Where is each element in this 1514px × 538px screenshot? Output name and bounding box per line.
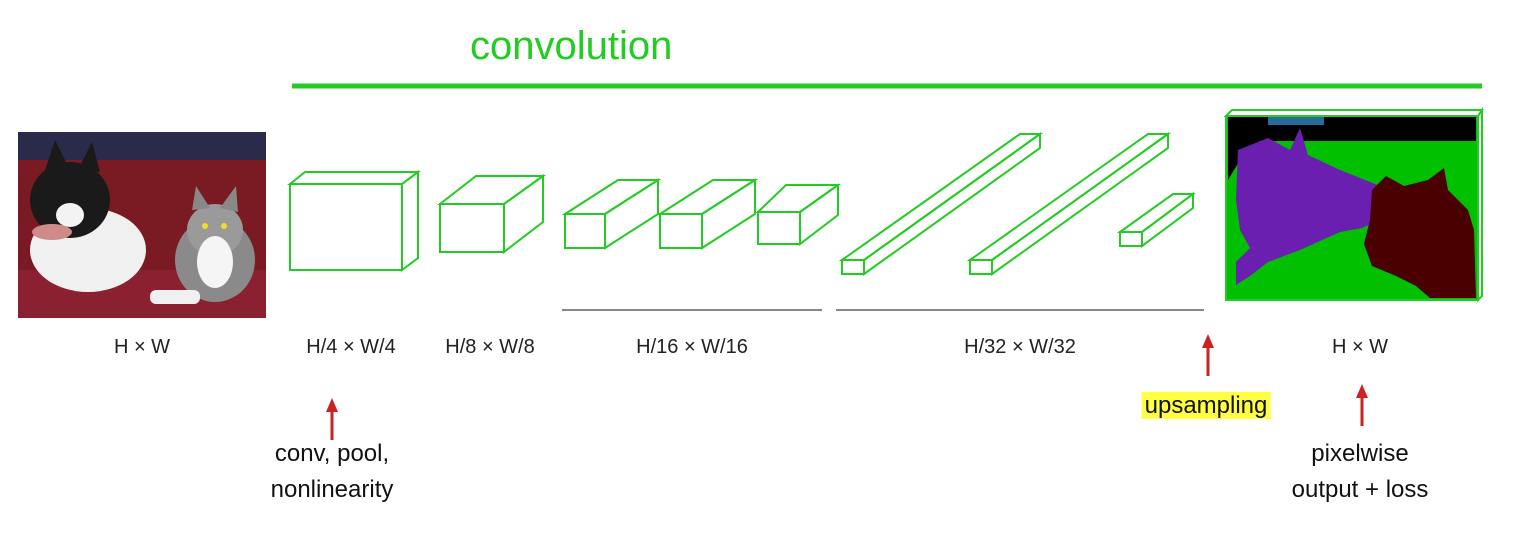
dim-output: H × W [1331,336,1389,358]
note-conv-line2: nonlinearity [270,476,394,503]
feature-block-h32-b [966,132,1172,276]
note-pixel-line1: pixelwise [1311,440,1409,467]
dim-input: H × W [113,336,171,358]
note-upsampling: upsampling [1141,388,1271,424]
feature-block-h32-a [838,132,1044,276]
dim-h16: H/16 × W/16 [636,336,748,358]
dim-h4: H/4 × W/4 [306,336,396,358]
note-pixelwise: pixelwise output + loss [1292,436,1429,508]
arrow-conv [326,398,338,440]
note-pixel-line2: output + loss [1291,476,1429,503]
input-photo [18,132,266,318]
upsampling-label: upsampling [1141,392,1271,419]
dim-h32: H/32 × W/32 [964,336,1076,358]
feature-block-h32-c [1116,192,1197,248]
feature-block-h16-a [561,178,662,250]
note-conv-pool: conv, pool, nonlinearity [271,436,394,508]
convolution-title: convolution [470,24,673,68]
arrow-pixelwise [1356,384,1368,426]
arrow-upsampling [1202,334,1214,376]
feature-block-h8 [437,174,547,255]
feature-block-h16-c [755,183,842,247]
note-conv-line1: conv, pool, [274,440,390,467]
feature-block-h16-b [656,178,759,250]
feature-block-h4 [287,170,421,272]
segmentation-output [1223,106,1484,303]
dim-h8: H/8 × W/8 [445,336,535,358]
